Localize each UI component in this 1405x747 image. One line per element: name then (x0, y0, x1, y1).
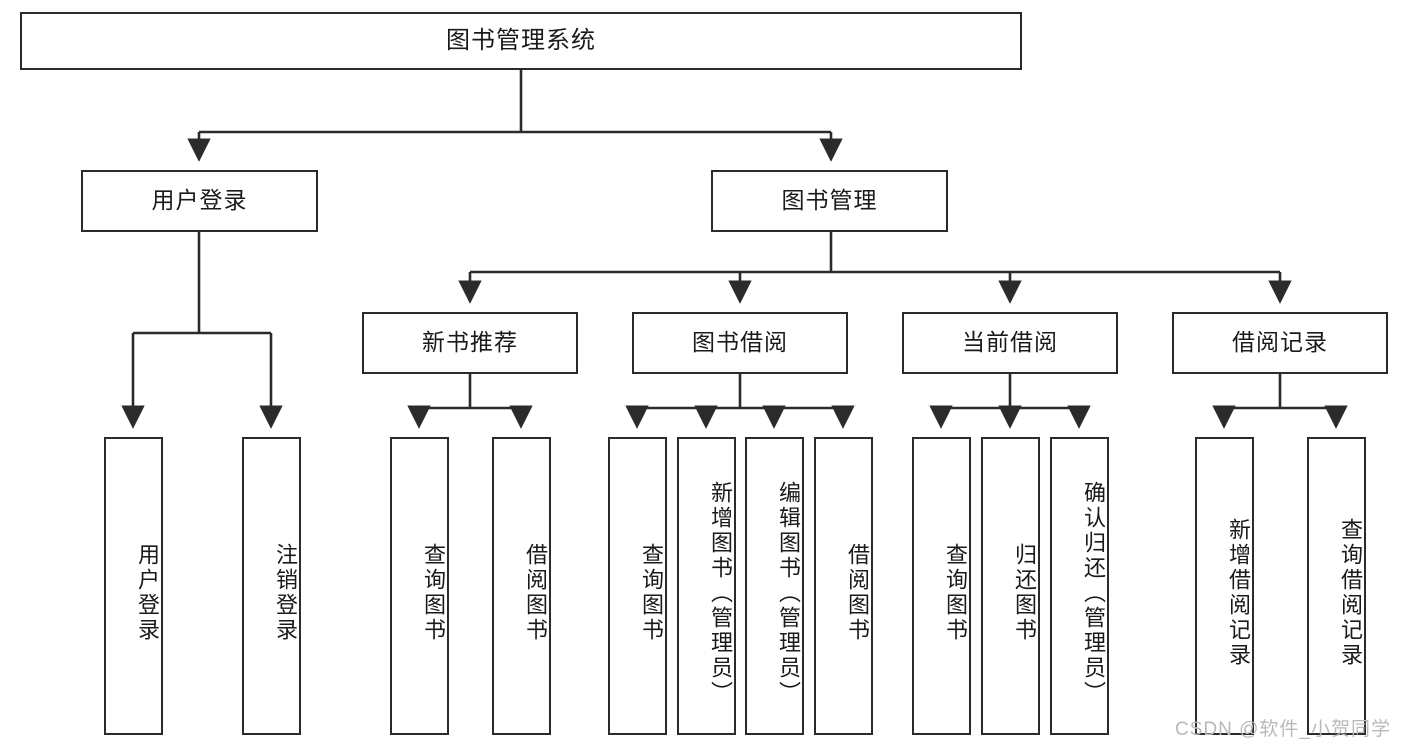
node-current-borrow-label: 当前借阅 (962, 329, 1058, 356)
leaf-query-book-1[interactable]: 查询图书 (390, 437, 449, 735)
leaf-confirm-return-label: 确认归还（管理员） (1081, 480, 1106, 706)
node-book-borrow-label: 图书借阅 (692, 329, 788, 356)
leaf-add-book-label: 新增图书（管理员） (708, 480, 733, 706)
node-book-manage-label: 图书管理 (781, 187, 878, 214)
leaf-query-book-2-label: 查询图书 (639, 543, 664, 643)
node-borrow-record[interactable]: 借阅记录 (1172, 312, 1388, 374)
node-user-login-label: 用户登录 (151, 187, 248, 214)
leaf-user-logout-label: 注销登录 (273, 543, 298, 643)
leaf-user-logout[interactable]: 注销登录 (242, 437, 301, 735)
leaf-query-book-3-label: 查询图书 (943, 543, 968, 643)
node-new-book-rec[interactable]: 新书推荐 (362, 312, 578, 374)
leaf-query-book-1-label: 查询图书 (421, 543, 446, 643)
leaf-user-login-label: 用户登录 (135, 543, 160, 643)
node-new-book-rec-label: 新书推荐 (422, 329, 518, 356)
leaf-add-book[interactable]: 新增图书（管理员） (677, 437, 736, 735)
node-user-login[interactable]: 用户登录 (81, 170, 318, 232)
leaf-edit-book-label: 编辑图书（管理员） (776, 480, 801, 706)
leaf-add-record[interactable]: 新增借阅记录 (1195, 437, 1254, 735)
leaf-user-login[interactable]: 用户登录 (104, 437, 163, 735)
leaf-query-record[interactable]: 查询借阅记录 (1307, 437, 1366, 735)
leaf-query-book-3[interactable]: 查询图书 (912, 437, 971, 735)
leaf-return-book-label: 归还图书 (1012, 543, 1037, 643)
node-root-system-label: 图书管理系统 (446, 26, 596, 54)
leaf-borrow-book-2[interactable]: 借阅图书 (814, 437, 873, 735)
node-book-borrow[interactable]: 图书借阅 (632, 312, 848, 374)
leaf-borrow-book-1[interactable]: 借阅图书 (492, 437, 551, 735)
leaf-add-record-label: 新增借阅记录 (1226, 518, 1251, 668)
leaf-confirm-return[interactable]: 确认归还（管理员） (1050, 437, 1109, 735)
leaf-borrow-book-1-label: 借阅图书 (523, 543, 548, 643)
leaf-query-book-2[interactable]: 查询图书 (608, 437, 667, 735)
leaf-query-record-label: 查询借阅记录 (1338, 518, 1363, 668)
node-current-borrow[interactable]: 当前借阅 (902, 312, 1118, 374)
node-root-system[interactable]: 图书管理系统 (20, 12, 1022, 70)
csdn-watermark: CSDN @软件_小贺同学 (1175, 719, 1391, 740)
leaf-edit-book[interactable]: 编辑图书（管理员） (745, 437, 804, 735)
leaf-return-book[interactable]: 归还图书 (981, 437, 1040, 735)
node-book-manage[interactable]: 图书管理 (711, 170, 948, 232)
node-borrow-record-label: 借阅记录 (1232, 329, 1328, 356)
leaf-borrow-book-2-label: 借阅图书 (845, 543, 870, 643)
